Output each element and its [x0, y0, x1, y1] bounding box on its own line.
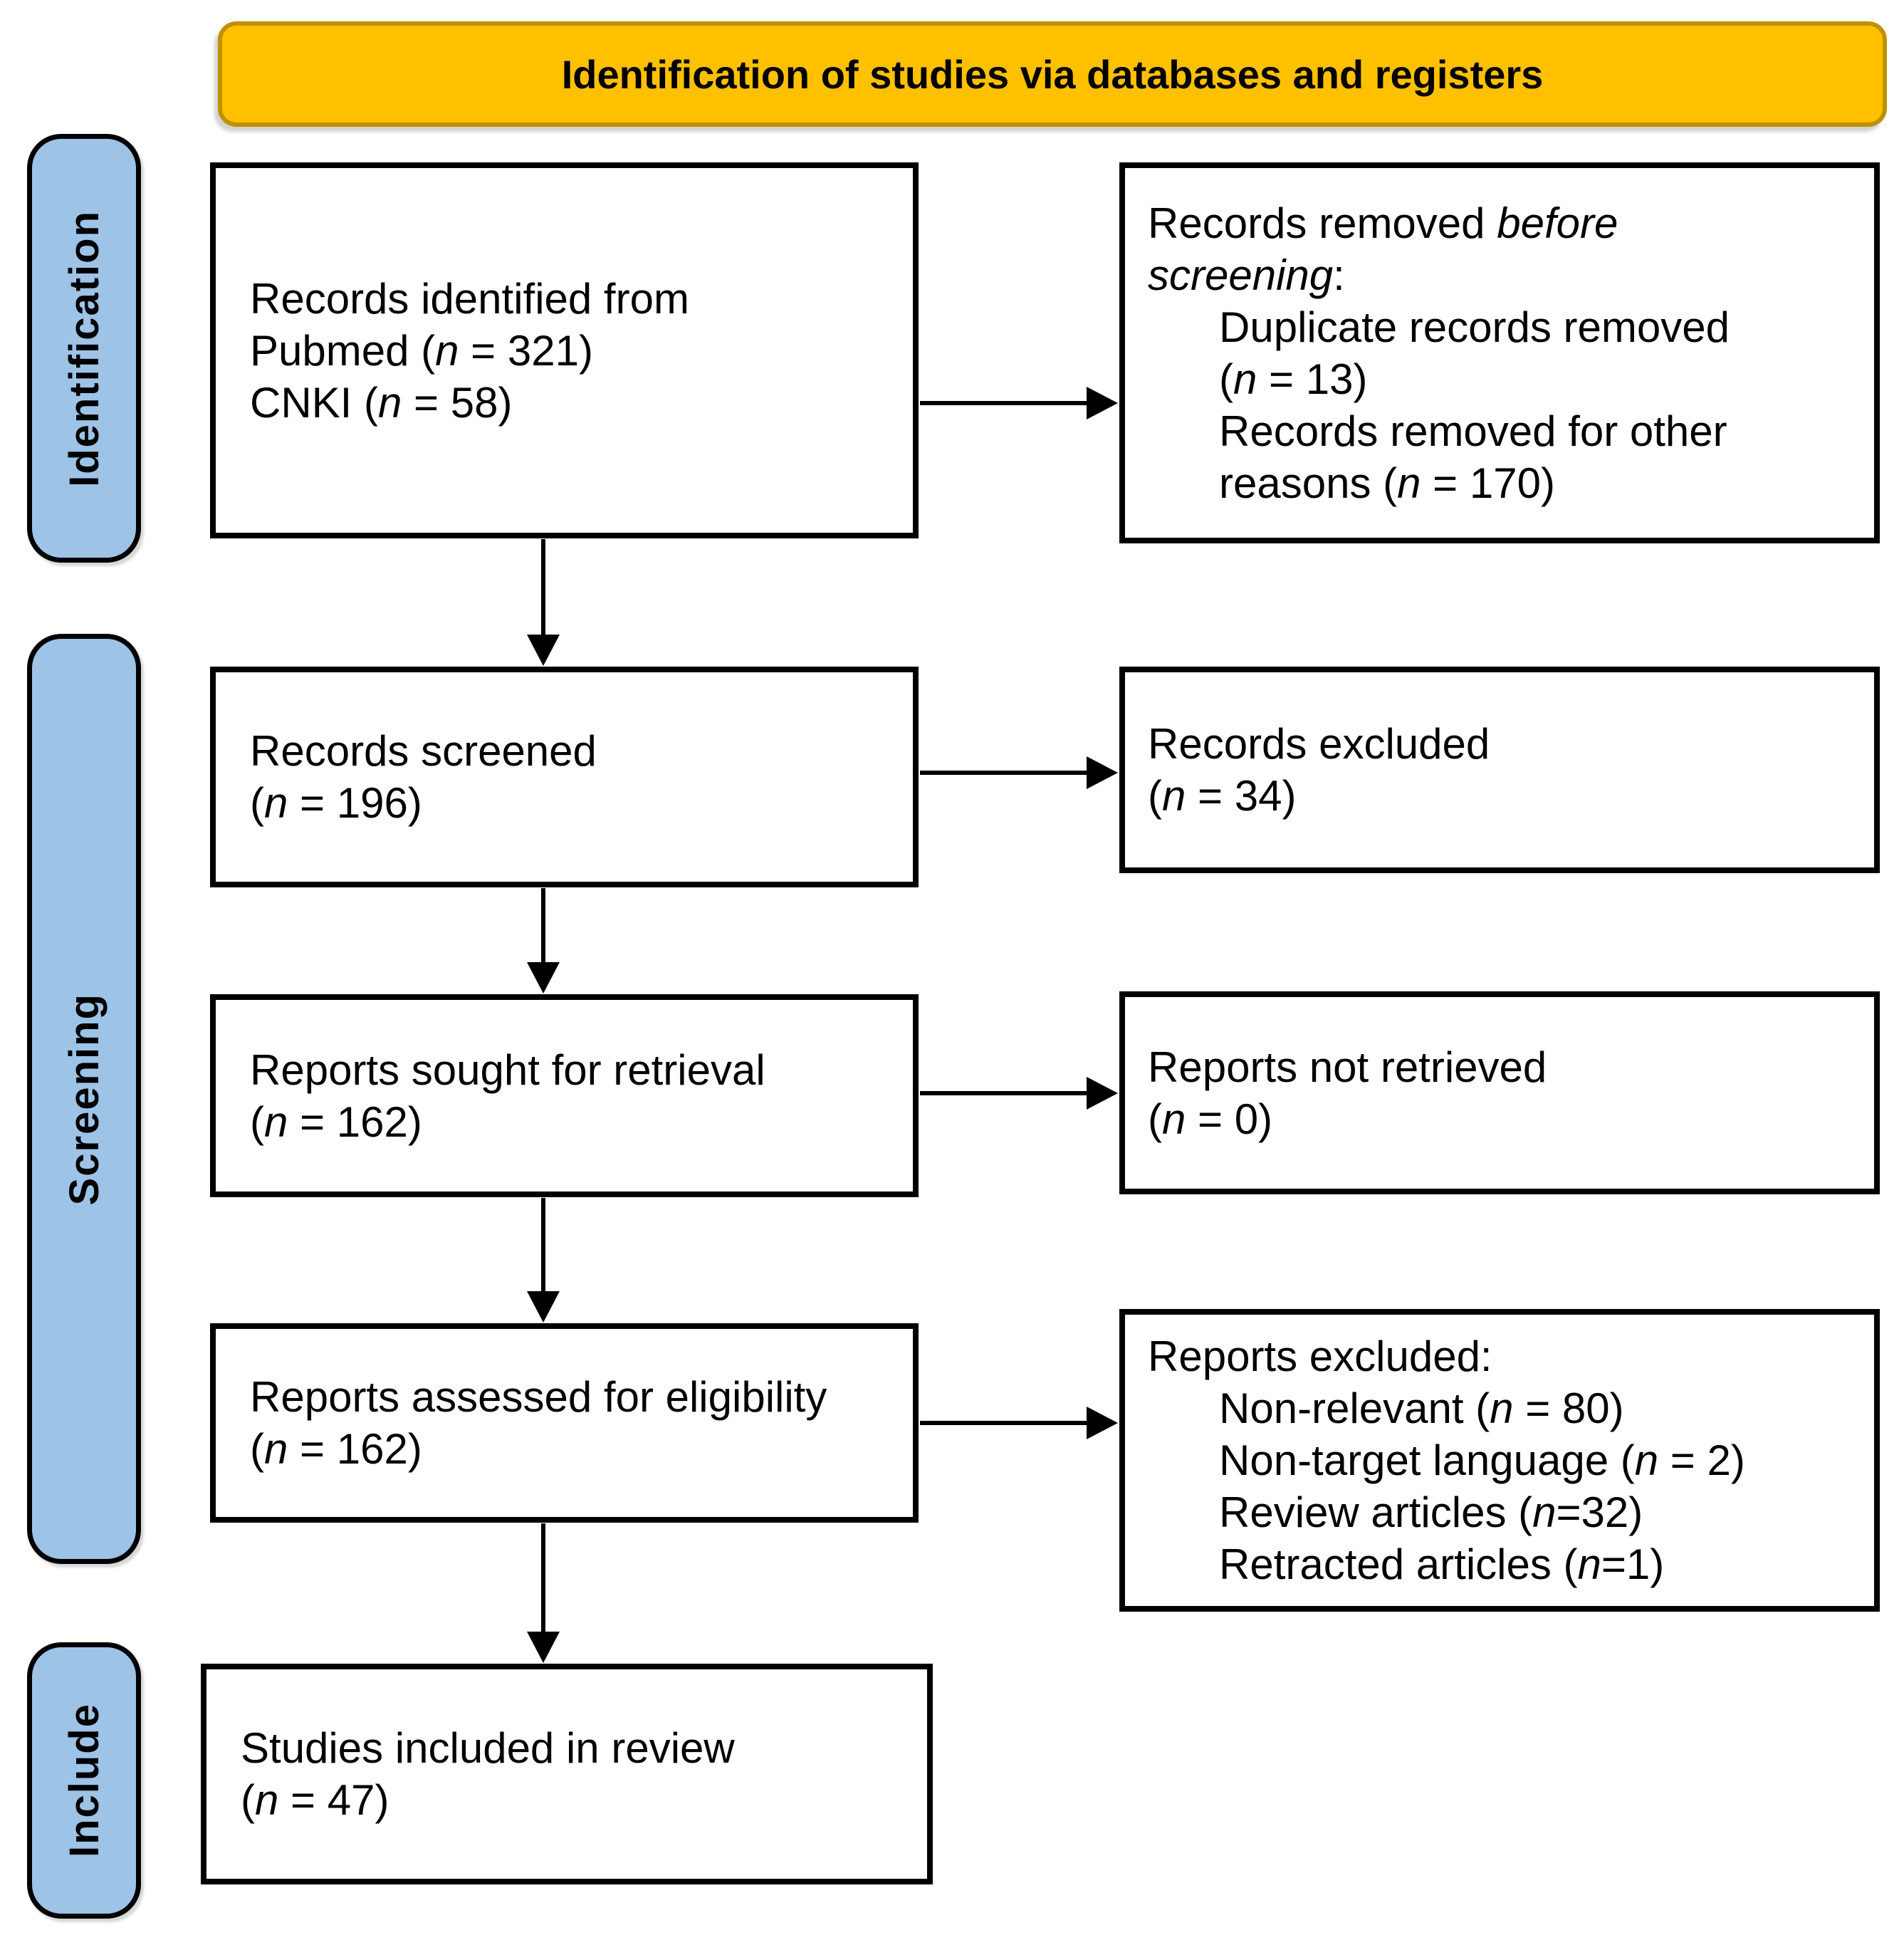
text-line: Records identified from	[250, 274, 689, 323]
text-line: Non-target language (n = 2)	[1219, 1436, 1745, 1484]
text-line: Reports not retrieved	[1148, 1043, 1547, 1091]
text-line: Reports excluded:	[1148, 1333, 1492, 1380]
arrow-right-identified-to-removed	[920, 385, 1118, 422]
text-line: (n = 13)	[1219, 355, 1368, 403]
side-label-include-text: Include	[61, 1703, 108, 1858]
flow-banner: Identification of studies via databases …	[218, 21, 1887, 127]
side-label-identification: Identification	[27, 134, 141, 563]
text-line: Records screened	[250, 727, 597, 775]
text-line: Studies included in review	[241, 1724, 735, 1772]
text-line: (n = 162)	[250, 1425, 422, 1473]
box-studies-included: Studies included in review(n = 47)	[201, 1664, 933, 1884]
text-line: Review articles (n=32)	[1219, 1488, 1643, 1536]
side-label-identification-text: Identification	[61, 209, 108, 487]
box-reports-assessed: Reports assessed for eligibility(n = 162…	[210, 1323, 919, 1523]
arrow-shaft	[541, 1198, 545, 1294]
text-line: Records excluded	[1148, 720, 1490, 768]
text-line: reasons (n = 170)	[1219, 459, 1555, 507]
arrow-shaft	[920, 401, 1089, 405]
text-line: Records removed before	[1148, 199, 1618, 247]
text-line: (n = 34)	[1148, 772, 1297, 820]
text-line: (n = 0)	[1148, 1095, 1273, 1143]
box-reports-not-retrieved: Reports not retrieved(n = 0)	[1119, 991, 1880, 1194]
text-line: Reports assessed for eligibility	[250, 1373, 827, 1421]
side-label-screening-text: Screening	[61, 992, 108, 1206]
arrow-down-sought-to-assessed	[525, 1198, 562, 1323]
arrow-shaft	[920, 1091, 1089, 1095]
text-line: (n = 162)	[250, 1097, 422, 1146]
box-records-screened: Records screened(n = 196)	[210, 667, 919, 887]
text-line: Duplicate records removed	[1219, 303, 1730, 351]
box-reports-sought: Reports sought for retrieval(n = 162)	[210, 994, 919, 1197]
arrow-head-down-icon	[527, 962, 560, 994]
arrow-down-screened-to-sought	[525, 888, 562, 994]
text-line: CNKI (n = 58)	[250, 378, 513, 427]
arrow-head-down-icon	[527, 1632, 560, 1663]
text-line: screening:	[1148, 251, 1345, 299]
arrow-down-assessed-to-included	[525, 1523, 562, 1663]
arrow-down-identified-to-screened	[525, 539, 562, 666]
arrow-shaft	[541, 1523, 545, 1634]
text-line: Non-relevant (n = 80)	[1219, 1384, 1624, 1432]
arrow-head-down-icon	[527, 1291, 560, 1323]
arrow-shaft	[541, 539, 545, 637]
arrow-shaft	[541, 888, 545, 965]
side-label-screening: Screening	[27, 634, 141, 1564]
arrow-head-right-icon	[1087, 1077, 1118, 1110]
box-records-excluded: Records excluded(n = 34)	[1119, 667, 1880, 873]
arrow-right-sought-to-not-retrieved	[920, 1075, 1118, 1112]
arrow-head-right-icon	[1087, 1407, 1118, 1439]
text-line: Reports sought for retrieval	[250, 1045, 765, 1094]
text-line: (n = 47)	[241, 1776, 389, 1824]
arrow-right-assessed-to-reports-excluded	[920, 1404, 1118, 1441]
arrow-shaft	[920, 1421, 1089, 1425]
text-line: Pubmed (n = 321)	[250, 326, 593, 375]
arrow-head-down-icon	[527, 635, 560, 666]
text-line: Records removed for other	[1219, 407, 1727, 455]
side-label-include: Include	[27, 1642, 141, 1919]
banner-title: Identification of studies via databases …	[561, 51, 1544, 97]
box-reports-excluded: Reports excluded:Non-relevant (n = 80)No…	[1119, 1309, 1880, 1612]
arrow-right-screened-to-excluded	[920, 754, 1118, 791]
arrow-head-right-icon	[1087, 387, 1118, 419]
arrow-head-right-icon	[1087, 756, 1118, 789]
text-line: Retracted articles (n=1)	[1219, 1540, 1665, 1588]
text-line: (n = 196)	[250, 779, 422, 827]
arrow-shaft	[920, 771, 1089, 775]
